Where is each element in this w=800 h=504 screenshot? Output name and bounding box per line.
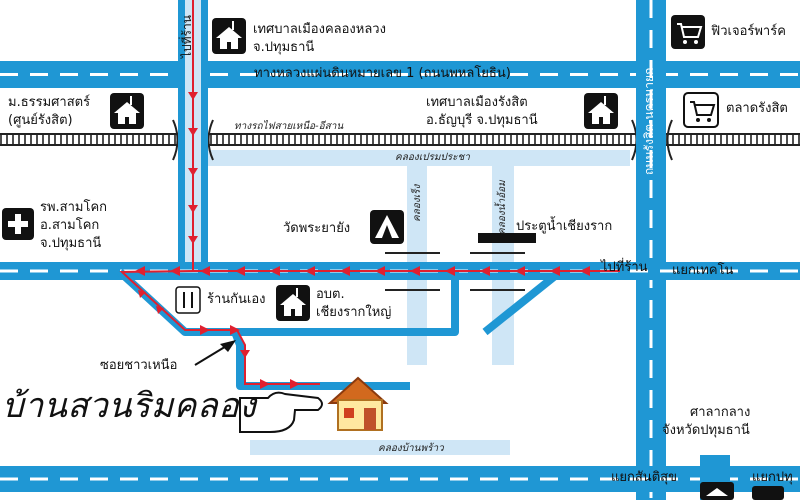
route-arrow: [188, 236, 198, 244]
shopping-cart-icon: [671, 15, 705, 49]
place-thammasat-line2: (ศูนย์รังสิต): [8, 113, 73, 128]
canal-rangsit-label: คลองเร็ง: [412, 184, 423, 222]
route-arrow: [188, 168, 198, 176]
brand-title: บ้านสวนริมคลอง: [2, 386, 257, 426]
road-vertical-right: [636, 0, 666, 500]
fork-knife-icon: [175, 286, 201, 314]
place-tambon-line2: เชียงรากใหญ่: [316, 305, 392, 320]
place-court-line1: ศาลากลาง: [690, 405, 751, 420]
soi-label: ซอยชาวเหนือ: [100, 358, 178, 373]
canal-banphrao-label: คลองบ้านพร้าว: [378, 443, 444, 454]
place-rangsit-municipality-line2: อ.ธัญบุรี จ.ปทุมธานี: [426, 113, 538, 128]
place-hospital-line2: อ.สามโคก: [40, 218, 100, 233]
junction-techno-label: แยกเทคโน: [672, 263, 734, 278]
railway-label: ทางรถไฟสายเหนือ-อีสาน: [234, 121, 344, 132]
place-hospital-line1: รพ.สามโคก: [40, 200, 108, 215]
place-water-gate: ประตูน้ำเชียงราก: [516, 219, 613, 234]
government-building-icon: [700, 482, 734, 500]
government-building-icon: [110, 93, 144, 129]
to-shop-right-label: ไปที่ร้าน: [601, 260, 648, 275]
place-temple: วัดพระยายัง: [283, 221, 351, 236]
local-roads: [117, 268, 563, 390]
pointer-line: [194, 344, 229, 366]
highway: [0, 61, 800, 88]
railway: [0, 119, 800, 161]
hospital-cross-icon: [2, 208, 34, 240]
canal-namom-label: คลองน้ำอ้อม: [497, 180, 508, 235]
junction-partial-label: แยกปทุ: [752, 470, 793, 485]
route: [119, 0, 620, 389]
government-building-icon: [584, 93, 618, 129]
water-gate-bar: [478, 233, 536, 243]
canals: [200, 150, 630, 455]
route-arrow: [188, 205, 198, 213]
government-building-icon: [212, 18, 246, 54]
place-khlong-luang-line1: เทศบาลเมืองคลองหลวง: [253, 22, 386, 37]
junction-santisuk-label: แยกสันติสุข: [611, 470, 677, 485]
canal-ban-phrao: [250, 440, 510, 455]
place-tambon-line1: อบต.: [316, 287, 345, 302]
place-rangsit-municipality-line1: เทศบาลเมืองรังสิต: [426, 95, 528, 110]
partial-icon: [752, 486, 784, 500]
house-icon: [327, 376, 389, 431]
temple-icon: [370, 210, 404, 244]
canal-prem-prachakon: [200, 150, 630, 166]
place-court-line2: จังหวัดปทุมธานี: [662, 423, 750, 438]
place-hospital-line3: จ.ปทุมธานี: [40, 236, 102, 251]
place-future-park: ฟิวเจอร์พาร์ค: [711, 24, 786, 39]
shopping-cart-icon: [683, 92, 719, 128]
pointing-hand-icon: [239, 391, 323, 433]
place-khlong-luang-line2: จ.ปทุมธานี: [253, 40, 315, 55]
road-bottom: [0, 466, 800, 492]
place-thammasat-line1: ม.ธรรมศาสตร์: [8, 95, 91, 110]
canal-prem-label: คลองเปรมประชา: [395, 152, 470, 163]
road-rangsit-nakhonnayok-label: ถนนรังสิต-นครนายก: [642, 67, 656, 175]
government-building-icon: [276, 285, 310, 321]
highway-label: ทางหลวงแผ่นดินหมายเลข 1 (ถนนพหลโยธิน): [254, 66, 511, 81]
arrow-icon: [220, 340, 236, 352]
place-restaurant: ร้านกันเอง: [207, 292, 266, 307]
route-arrow: [188, 92, 198, 100]
route-arrow: [188, 128, 198, 136]
to-shop-top-label: ไปที่ร้าน: [180, 15, 194, 58]
place-talad-rangsit: ตลาดรังสิต: [726, 101, 788, 116]
